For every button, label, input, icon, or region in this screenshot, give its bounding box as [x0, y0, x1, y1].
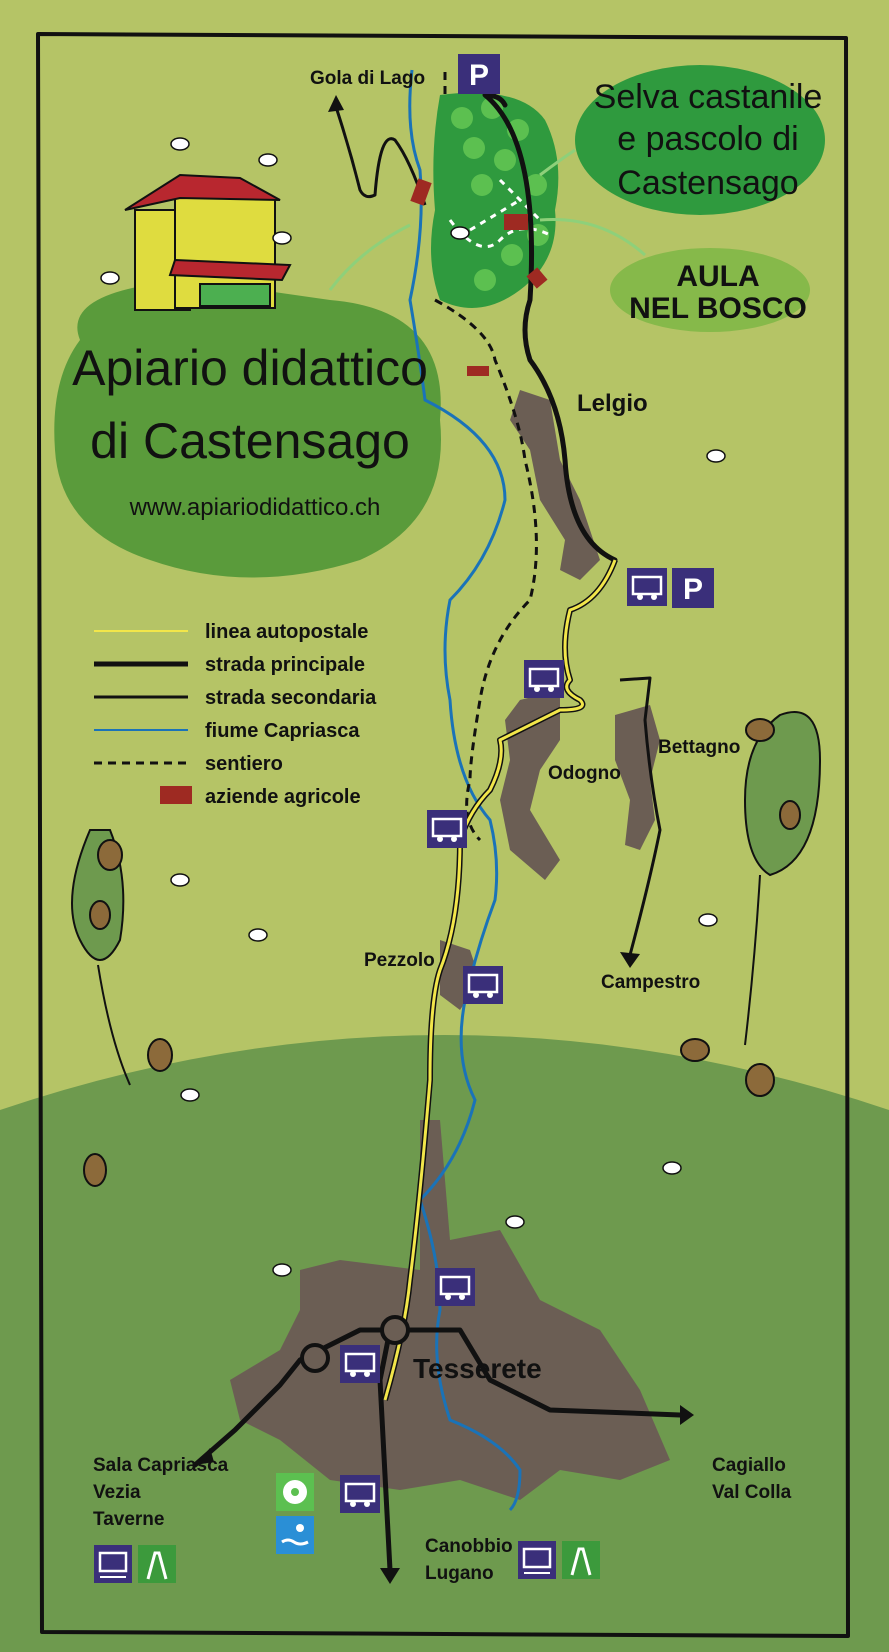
highway-icon — [138, 1545, 176, 1583]
tesserete-village-area — [230, 1120, 670, 1500]
aula-line-1: AULA — [676, 260, 759, 293]
selva-text: Selva castanile e pascolo di Castensago — [594, 78, 823, 202]
farms — [410, 178, 548, 376]
title-block: Apiario didattico di Castensago www.apia… — [72, 340, 428, 521]
selva-line-1: Selva castanile — [594, 78, 823, 116]
bus-stop-icon — [340, 1475, 380, 1513]
chestnuts — [83, 1038, 775, 1187]
bus-stop-icon — [340, 1345, 380, 1383]
house-illustration — [124, 173, 292, 311]
odogno-settlement — [500, 690, 560, 880]
legend-label: aziende agricole — [205, 786, 361, 808]
bus-stop-icon — [435, 1268, 475, 1306]
title-bubble — [54, 280, 442, 578]
title-line-2: di Castensago — [90, 413, 410, 469]
place-odogno: Odogno — [548, 763, 621, 784]
place-gola-di-lago: Gola di Lago — [310, 68, 425, 89]
title-url[interactable]: www.apiariodidattico.ch — [129, 494, 381, 521]
place-taverne: Taverne — [93, 1509, 164, 1530]
legend-label: strada principale — [205, 654, 365, 676]
train-station-icon — [94, 1545, 132, 1583]
parking-icon: P — [672, 568, 714, 608]
aula-text: AULA NEL BOSCO — [629, 260, 807, 325]
river-capriasca — [408, 69, 522, 1512]
road-arrowheads — [195, 95, 694, 1584]
aula-pointer — [539, 217, 646, 257]
secondary-roads — [335, 109, 662, 956]
swimming-pool-icon — [276, 1516, 314, 1554]
place-sala-capriasca: Sala Capriasca — [93, 1455, 229, 1476]
bus-stop-icon — [427, 810, 467, 848]
place-val-colla: Val Colla — [712, 1482, 792, 1503]
roundabout-east — [380, 1315, 410, 1345]
title-line-1: Apiario didattico — [72, 340, 428, 396]
selva-line-3: Castensago — [617, 164, 798, 202]
chestnut-tree-left — [71, 829, 131, 1086]
football-field-icon — [276, 1473, 314, 1511]
place-labels: Gola di Lago Lelgio Odogno Bettagno Pezz… — [93, 68, 792, 1584]
legend: linea autopostale strada principale stra… — [94, 621, 377, 808]
aula-bubble — [610, 248, 810, 332]
bubble-pointer — [328, 223, 411, 291]
place-lugano: Lugano — [425, 1563, 494, 1584]
selva-line-2: e pascolo di — [617, 120, 798, 158]
legend-label: strada secondaria — [205, 687, 377, 709]
bus-stop-icons — [340, 568, 667, 1513]
chestnut-tree-right — [743, 711, 822, 1046]
place-campestro: Campestro — [601, 972, 700, 993]
bee-icons — [100, 137, 726, 1277]
map-frame — [36, 32, 850, 1638]
hiking-path — [434, 72, 538, 842]
place-lelgio: Lelgio — [577, 390, 648, 417]
legend-swatch-farm — [160, 786, 192, 804]
legend-label: linea autopostale — [205, 621, 368, 643]
place-pezzolo: Pezzolo — [364, 950, 435, 971]
place-tesserete: Tesserete — [413, 1353, 542, 1384]
bus-stop-icon — [627, 568, 667, 606]
place-bettagno: Bettagno — [658, 737, 740, 758]
train-station-icon — [518, 1541, 556, 1579]
place-vezia: Vezia — [93, 1482, 141, 1503]
forest-area — [431, 92, 559, 309]
selva-pointer — [539, 148, 576, 177]
highway-icon — [562, 1541, 600, 1579]
bus-stop-icon — [524, 660, 564, 698]
place-cagiallo: Cagiallo — [712, 1455, 786, 1476]
legend-label: fiume Capriasca — [205, 720, 360, 742]
parking-label: P — [469, 59, 489, 92]
lelgio-settlement — [510, 390, 600, 580]
place-canobbio: Canobbio — [425, 1536, 513, 1557]
parking-label: P — [683, 573, 703, 606]
forest-trees — [451, 97, 549, 291]
selva-bubble — [575, 65, 825, 215]
legend-label: sentiero — [205, 753, 283, 775]
parking-icon: P — [458, 54, 500, 94]
bettagno-settlement — [615, 705, 660, 850]
roundabout-west — [300, 1343, 330, 1373]
aula-line-2: NEL BOSCO — [629, 292, 807, 325]
bus-stop-icon — [463, 966, 503, 1004]
